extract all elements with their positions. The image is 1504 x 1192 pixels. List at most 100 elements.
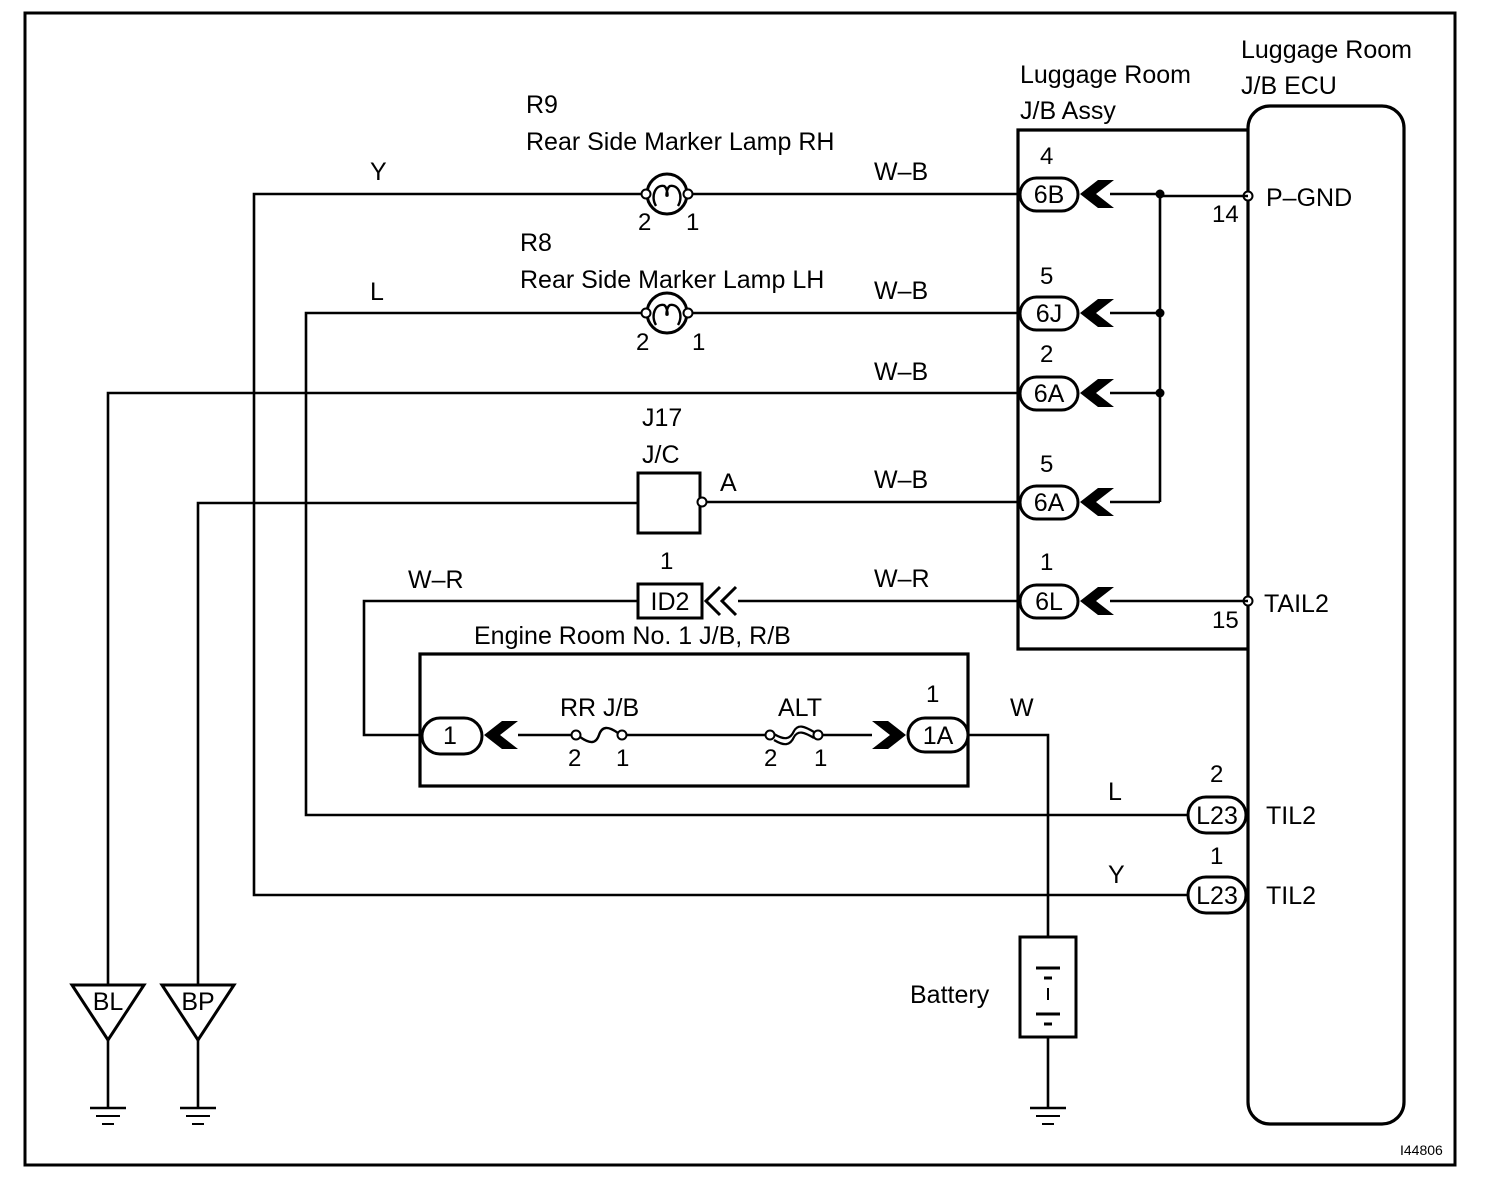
wire-wr-er — [362, 599, 638, 737]
ecu-title-line2: J/B ECU — [1241, 72, 1337, 100]
splice-dot — [1155, 388, 1165, 398]
ecu-pin-pgnd-number: 14 — [1212, 201, 1239, 228]
junction-terminal — [696, 496, 708, 508]
fusible-link-icon — [773, 731, 815, 746]
connector-6b-arrow — [1080, 180, 1114, 208]
ground-point-bp: BP — [159, 983, 237, 1043]
fuse-icon — [579, 726, 619, 744]
l23-pin2-box — [1186, 795, 1248, 835]
fuse-rrjb-pin1 — [616, 729, 628, 741]
jb-assy-title-line1: Luggage Room — [1020, 61, 1191, 89]
wire-label-y: Y — [370, 158, 387, 186]
wire-label-wb: W–B — [874, 466, 928, 494]
connector-6a-pin5-label: 6A — [1034, 489, 1065, 517]
lamp-r9-pin1 — [682, 188, 694, 200]
lamp-r8: R8 Rear Side Marker Lamp LH 2 1 — [520, 229, 824, 356]
connector-id2: 1 ID2 — [636, 548, 738, 620]
battery-box — [1018, 935, 1078, 1039]
jb-assy-title-line2: J/B Assy — [1020, 97, 1116, 125]
connector-6a-pin2-arrow — [1080, 379, 1114, 407]
fusible-link-icon — [773, 725, 815, 740]
splice-dot — [1155, 308, 1165, 318]
engine-room-jb: Engine Room No. 1 J/B, R/B 1 RR J/B 2 1 … — [418, 622, 970, 788]
junction-terminal-label: A — [720, 469, 737, 497]
ground-icon — [90, 1106, 126, 1125]
ground-icon — [180, 1106, 216, 1125]
connector-6j-pin: 5 — [1040, 263, 1053, 290]
luggage-room-jb-assy: Luggage Room J/B Assy 6B 4 6J 5 6A 2 6A … — [1016, 61, 1248, 651]
lamp-r9-pin-right: 1 — [686, 209, 699, 236]
wire-label-w: W — [1010, 694, 1034, 722]
wire-y — [252, 192, 1188, 897]
ecu-pin-tail2-label: TAIL2 — [1264, 590, 1329, 618]
connector-l23-pin1: 1 L23 TIL2 — [1186, 843, 1316, 915]
connector-6l-pin: 1 — [1040, 549, 1053, 576]
battery-label: Battery — [910, 981, 990, 1009]
jb-assy-box — [1016, 128, 1248, 651]
connector-6l-arrow — [1080, 587, 1114, 615]
wire-label-wr: W–R — [408, 566, 464, 594]
ground-point-icon — [69, 983, 147, 1043]
ecu-title-line1: Luggage Room — [1241, 36, 1412, 64]
ground-point-icon — [159, 983, 237, 1043]
engine-room-box — [418, 652, 970, 788]
connector-6j-arrow — [1080, 299, 1114, 327]
fuse-alt-pin1 — [812, 729, 824, 741]
fuse-rrjb-pin-left: 2 — [568, 745, 581, 772]
diagram-id: I44806 — [1400, 1142, 1443, 1158]
connector-6a-pin2-label: 6A — [1034, 380, 1065, 408]
l23-pin1-signal: TIL2 — [1266, 882, 1316, 910]
id2-box — [636, 582, 704, 620]
fuse-alt-pin-right: 1 — [814, 745, 827, 772]
lamp-r8-pin-left: 2 — [636, 329, 649, 356]
junction-box — [636, 471, 702, 535]
lamp-r8-ref: R8 — [520, 229, 552, 257]
id2-label: ID2 — [651, 588, 690, 616]
connector-6b-label: 6B — [1034, 181, 1065, 209]
er-connector-1a-pin: 1 — [926, 681, 939, 708]
lamp-r8-pin-right: 1 — [692, 329, 705, 356]
fuse-rrjb-label: RR J/B — [560, 694, 639, 722]
ground-point-bp-label: BP — [181, 988, 214, 1016]
wire-label-y: Y — [1108, 861, 1125, 889]
wire-l — [304, 311, 1188, 817]
wire-label-wb: W–B — [874, 158, 928, 186]
wire-label-wb: W–B — [874, 358, 928, 386]
wire-label-l: L — [1108, 778, 1122, 806]
ground-point-bl-label: BL — [93, 988, 124, 1016]
ecu-pin-tail2-number: 15 — [1212, 607, 1239, 634]
lamp-r9-pin-left: 2 — [638, 209, 651, 236]
luggage-room-jb-ecu: Luggage Room J/B ECU P–GND 14 TAIL2 15 — [1212, 36, 1412, 1126]
er-connector-1-label: 1 — [443, 722, 457, 750]
connector-6a-pin2-pin: 2 — [1040, 341, 1053, 368]
er-connector-1-arrow — [484, 721, 518, 749]
lamp-r8-name: Rear Side Marker Lamp LH — [520, 266, 824, 294]
l23-pin2-signal: TIL2 — [1266, 802, 1316, 830]
junction-name: J/C — [642, 441, 680, 469]
lamp-r9-ref: R9 — [526, 91, 558, 119]
fuse-alt-pin2 — [764, 729, 776, 741]
id2-pin: 1 — [660, 548, 673, 575]
splice-dot — [1155, 189, 1165, 199]
ground-point-bl: BL — [69, 983, 147, 1043]
lamp-r9-pin2 — [640, 188, 652, 200]
filament-icon — [652, 184, 682, 207]
connector-6b-pin: 4 — [1040, 143, 1053, 170]
fuse-rrjb-pin-right: 1 — [616, 745, 629, 772]
lamp-r8-pin1 — [682, 307, 694, 319]
connector-6a-pin5-arrow — [1080, 488, 1114, 516]
battery: Battery — [910, 935, 1078, 1039]
filament-icon — [652, 303, 682, 326]
connector-6a-pin5-pin: 5 — [1040, 451, 1053, 478]
ground-icon — [1030, 1106, 1066, 1125]
diagram-border — [23, 11, 1457, 1167]
fuse-alt-label: ALT — [778, 694, 822, 722]
wire-label-wr: W–R — [874, 565, 930, 593]
l23-pin1-label: L23 — [1196, 882, 1238, 910]
ecu-box — [1246, 104, 1406, 1126]
wire-w — [968, 733, 1050, 937]
wire-label-wb: W–B — [874, 277, 928, 305]
wire-wb-bl — [106, 391, 1020, 985]
l23-pin1-box — [1186, 875, 1248, 915]
